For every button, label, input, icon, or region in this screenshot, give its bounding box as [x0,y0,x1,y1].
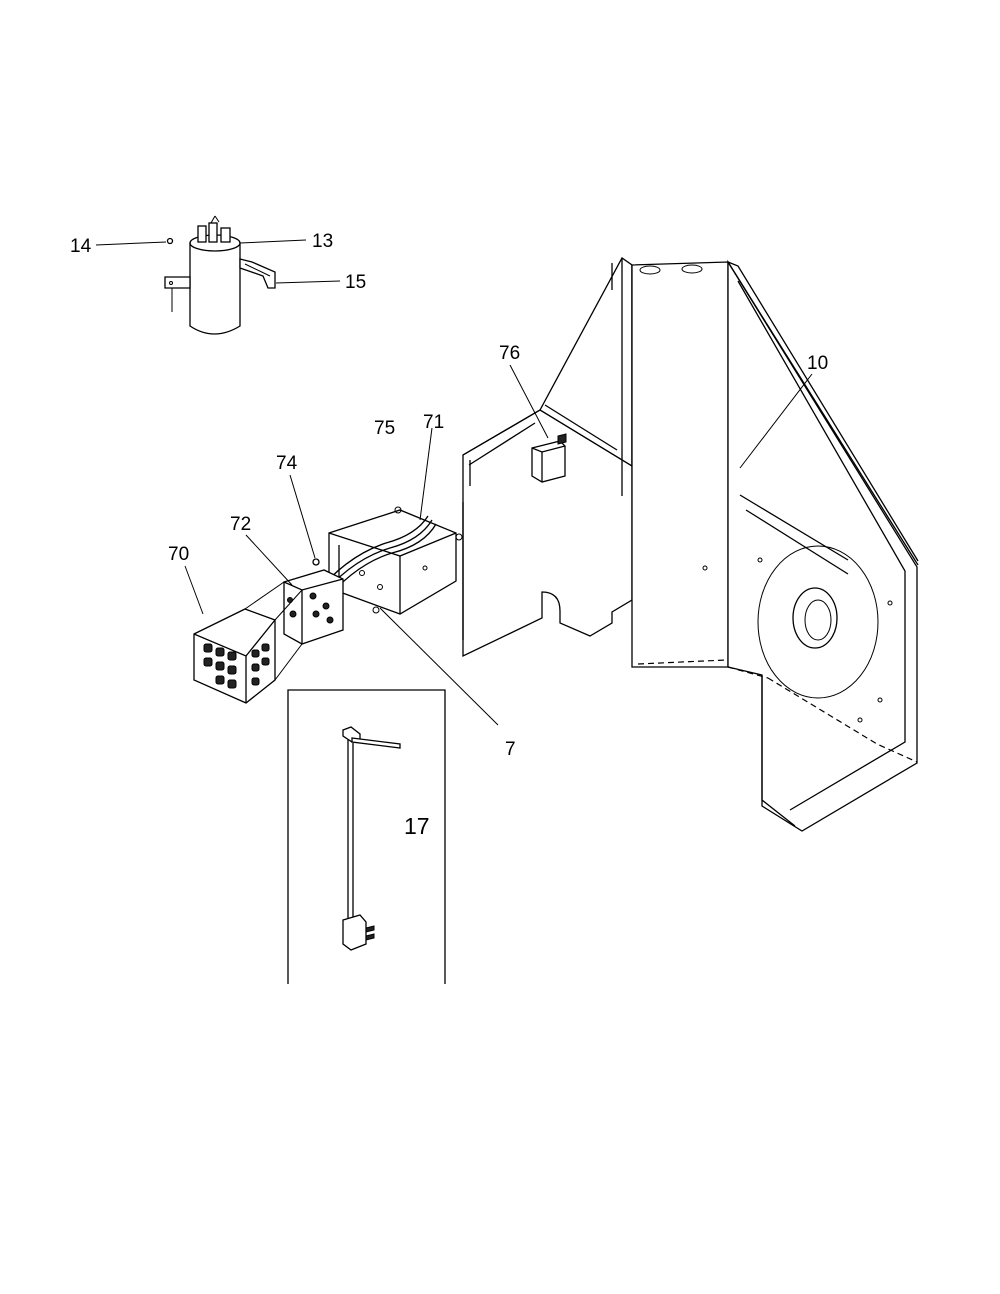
callout-76: 76 [499,343,520,364]
callout-70: 70 [168,544,189,565]
callout-14: 14 [70,236,92,257]
housing-middle-panel [631,261,729,668]
capacitor-terminal [197,225,207,243]
screw-14 [166,237,174,245]
power-cord-inset: 17 [287,689,446,984]
callout-74: 74 [276,453,298,474]
callout-71: 71 [423,412,444,433]
control-panel: 70 [168,544,303,704]
component-76 [531,433,567,483]
callout-17: 17 [404,813,430,839]
capacitor-terminal [220,227,231,243]
power-plug [342,914,367,951]
control-board: 74 72 [230,453,344,645]
housing-assembly: 76 10 [462,257,919,832]
capacitor-terminal [208,222,218,243]
fan-opening [792,587,838,649]
fan-shroud [757,545,879,699]
capacitor-strap [239,258,276,289]
inset-frame [287,689,446,984]
callout-72: 72 [230,514,251,535]
callout-75: 75 [374,418,395,439]
callout-15: 15 [345,272,366,293]
capacitor-assembly: 14 13 15 [70,215,366,335]
mounting-bracket [164,276,191,289]
callout-10: 10 [807,353,828,374]
callout-7: 7 [505,739,516,760]
capacitor-body [189,242,241,335]
callout-13: 13 [312,231,333,252]
